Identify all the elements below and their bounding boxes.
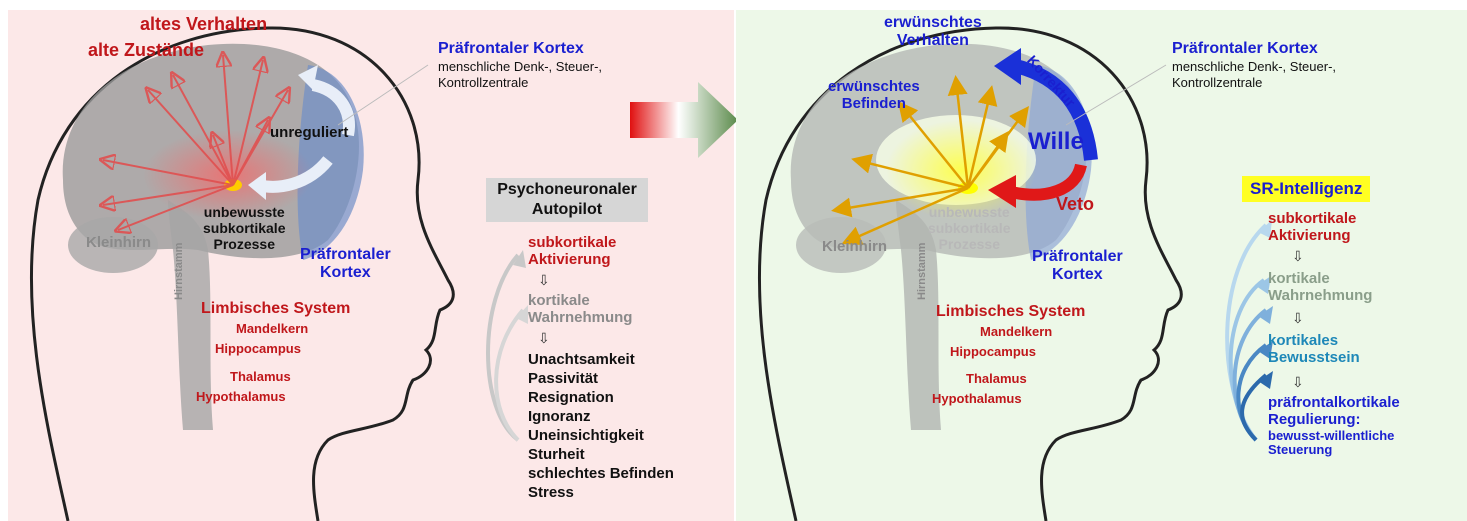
unconscious-line-3: Prozesse [928,236,1010,252]
transition-arrow-icon [628,80,740,160]
label-unregulated: unreguliert [270,124,348,141]
sr-cortical-consciousness: kortikales Bewusstsein [1268,332,1360,367]
label-brainstem: Hirnstamm [173,243,186,300]
sr-1-line-2: Aktivierung [1268,227,1356,244]
flow-2-line-1: kortikale [528,292,632,309]
limbic-thalamus: Thalamus [230,370,291,385]
pfc-desc-line-2: Kontrollzentrale [1172,76,1262,91]
down-arrow-icon: ⇩ [1292,248,1304,265]
list-item: Uneinsichtigkeit [528,426,674,445]
unconscious-line-2: subkortikale [928,220,1010,236]
pfc-small-line-2: Kortex [1032,266,1123,284]
pfc-desc-line-2: Kontrollzentrale [438,76,528,91]
flow-1-line-2: Aktivierung [528,251,616,268]
list-item: Sturheit [528,445,674,464]
limbic-hypothalamus: Hypothalamus [196,390,286,405]
desired-state-line-1: erwünschtes [828,78,920,95]
label-old-behaviour: altes Verhalten [140,14,267,35]
limbic-thalamus: Thalamus [966,372,1027,387]
desired-behaviour-line-2: Verhalten [884,32,982,50]
list-item: Stress [528,483,674,502]
sr-1-line-1: subkortikale [1268,210,1356,227]
left-panel-autopilot: altes Verhalten alte Zustände Präfrontal… [8,10,734,521]
label-pfc-small: Präfrontaler Kortex [300,246,391,283]
label-pfc-small: Präfrontaler Kortex [1032,248,1123,285]
label-will: Wille [1028,128,1084,156]
sr-3-line-1: kortikales [1268,332,1360,349]
limbic-hypothalamus: Hypothalamus [932,392,1022,407]
down-arrow-icon: ⇩ [1292,310,1304,327]
sr-4-line-2: Regulierung: [1268,411,1400,428]
down-arrow-icon: ⇩ [538,272,550,289]
sr-2-line-1: kortikale [1268,270,1372,287]
sr-subcortical-activation: subkortikale Aktivierung [1268,210,1356,245]
sr-2-line-2: Wahrnehmung [1268,287,1372,304]
label-cerebellum: Kleinhirn [822,238,887,255]
sr-4-line-1: präfrontalkortikale [1268,394,1400,411]
flow-1-line-1: subkortikale [528,234,616,251]
limbic-system-title: Limbisches System [936,303,1085,321]
autopilot-title-box: Psychoneuronaler Autopilot [486,178,648,222]
pfc-small-line-2: Kortex [300,264,391,282]
label-unconscious-processes: unbewusste subkortikale Prozesse [203,204,285,252]
limbic-system-title: Limbisches System [201,300,350,318]
unconscious-line-3: Prozesse [203,236,285,252]
list-item: Resignation [528,388,674,407]
flow-subcortical-activation: subkortikale Aktivierung [528,234,616,269]
label-desired-behaviour: erwünschtes Verhalten [884,14,982,51]
flow-2-line-2: Wahrnehmung [528,309,632,326]
limbic-hippocampus: Hippocampus [215,342,301,357]
label-unconscious-processes: unbewusste subkortikale Prozesse [928,204,1010,252]
unconscious-line-1: unbewusste [928,204,1010,220]
pfc-desc-line-1: menschliche Denk-, Steuer-, [1172,60,1336,75]
list-item: Passivität [528,369,674,388]
pfc-small-line-1: Präfrontaler [300,246,391,264]
autopilot-consequence-list: Unachtsamkeit Passivität Resignation Ign… [528,350,674,502]
limbic-amygdala: Mandelkern [980,325,1052,340]
autopilot-title-line-2: Autopilot [492,200,642,220]
pfc-title: Präfrontaler Kortex [1172,40,1318,58]
label-brainstem: Hirnstamm [916,243,929,300]
label-desired-state: erwünschtes Befinden [828,78,920,113]
desired-behaviour-line-1: erwünschtes [884,14,982,32]
right-panel-sr-intelligence: erwünschtes Verhalten erwünschtes Befind… [736,10,1467,521]
label-veto: Veto [1056,194,1094,215]
list-item: Unachtsamkeit [528,350,674,369]
sr-3-line-2: Bewusstsein [1268,349,1360,366]
flow-cortical-perception: kortikale Wahrnehmung [528,292,632,327]
list-item: Ignoranz [528,407,674,426]
list-item: schlechtes Befinden [528,464,674,483]
pfc-title: Präfrontaler Kortex [438,40,584,58]
sr-prefrontal-regulation: präfrontalkortikale Regulierung: bewusst… [1268,394,1400,458]
label-old-states: alte Zustände [88,40,204,61]
sr-4-line-3: bewusst-willentliche [1268,429,1400,444]
desired-state-line-2: Befinden [828,95,920,112]
unconscious-line-2: subkortikale [203,220,285,236]
pfc-small-line-1: Präfrontaler [1032,248,1123,266]
label-cerebellum: Kleinhirn [86,234,151,251]
sr-intelligence-title: SR-Intelligenz [1242,176,1370,202]
down-arrow-icon: ⇩ [1292,374,1304,391]
unconscious-line-1: unbewusste [203,204,285,220]
sr-4-line-4: Steuerung [1268,443,1400,458]
sr-cortical-perception: kortikale Wahrnehmung [1268,270,1372,305]
down-arrow-icon: ⇩ [538,330,550,347]
limbic-hippocampus: Hippocampus [950,345,1036,360]
pfc-desc-line-1: menschliche Denk-, Steuer-, [438,60,602,75]
autopilot-title-line-1: Psychoneuronaler [492,180,642,200]
limbic-amygdala: Mandelkern [236,322,308,337]
